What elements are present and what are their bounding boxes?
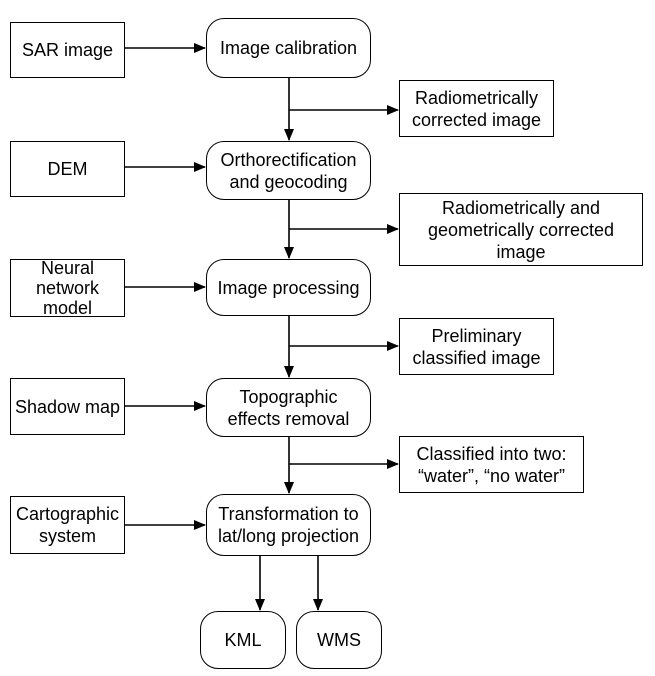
image-processing-step: Image processing: [206, 259, 371, 316]
radiometrically-geometrically-corrected-box: Radiometrically and geometrically correc…: [399, 193, 643, 266]
image-calibration-step: Image calibration: [206, 18, 371, 78]
sar-image-box: SAR image: [10, 22, 125, 78]
classified-into-two-box: Classified into two: “water”, “no water”: [399, 436, 584, 493]
topographic-effects-removal-step: Topographic effects removal: [206, 378, 371, 437]
wms-output: WMS: [296, 611, 382, 669]
kml-output: KML: [200, 611, 286, 669]
transformation-step: Transformation to lat/long projection: [206, 494, 371, 556]
orthorectification-step: Orthorectification and geocoding: [206, 141, 371, 200]
radiometrically-corrected-box: Radiometrically corrected image: [399, 80, 554, 137]
dem-box: DEM: [10, 141, 125, 197]
neural-network-model-box: Neural network model: [10, 258, 125, 318]
cartographic-system-box: Cartographic system: [10, 496, 125, 554]
preliminary-classified-box: Preliminary classified image: [399, 318, 554, 375]
shadow-map-box: Shadow map: [10, 378, 125, 435]
